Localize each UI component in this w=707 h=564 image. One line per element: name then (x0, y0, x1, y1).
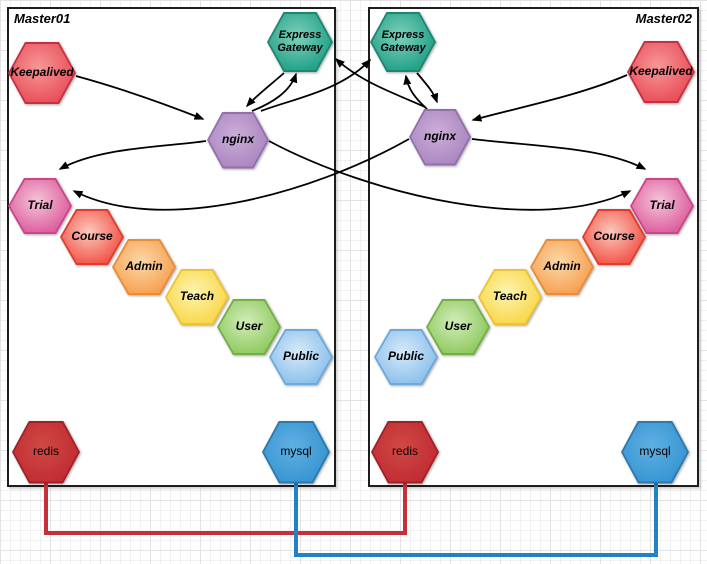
arrow-express-gateway-m2-to-nginx-m2 (416, 72, 439, 104)
arrow-nginx-m2-to-express-gateway-m1 (334, 57, 426, 108)
arrow-nginx-m1-to-express-gateway-m1 (251, 72, 298, 112)
master02-label: Master02 (635, 11, 692, 26)
redis-replication-link (44, 480, 407, 535)
arrow-nginx-m1-to-trial-m1 (58, 140, 207, 170)
arrow-keepalived-m2-to-nginx-m2 (471, 74, 628, 122)
arrow-nginx-m2-to-trial-m1 (72, 138, 410, 211)
arrow-nginx-m1-to-express-gateway-m2 (260, 58, 372, 112)
arrow-nginx-m2-to-trial-m2 (471, 138, 647, 170)
arrow-nginx-m2-to-express-gateway-m2 (403, 74, 428, 110)
arrow-express-gateway-m1-to-nginx-m1 (245, 72, 285, 108)
master01-label: Master01 (14, 11, 71, 26)
mysql-replication-link (294, 480, 658, 557)
arrow-keepalived-m1-to-nginx-m1 (75, 75, 205, 120)
arrow-nginx-m1-to-trial-m2 (268, 140, 632, 211)
